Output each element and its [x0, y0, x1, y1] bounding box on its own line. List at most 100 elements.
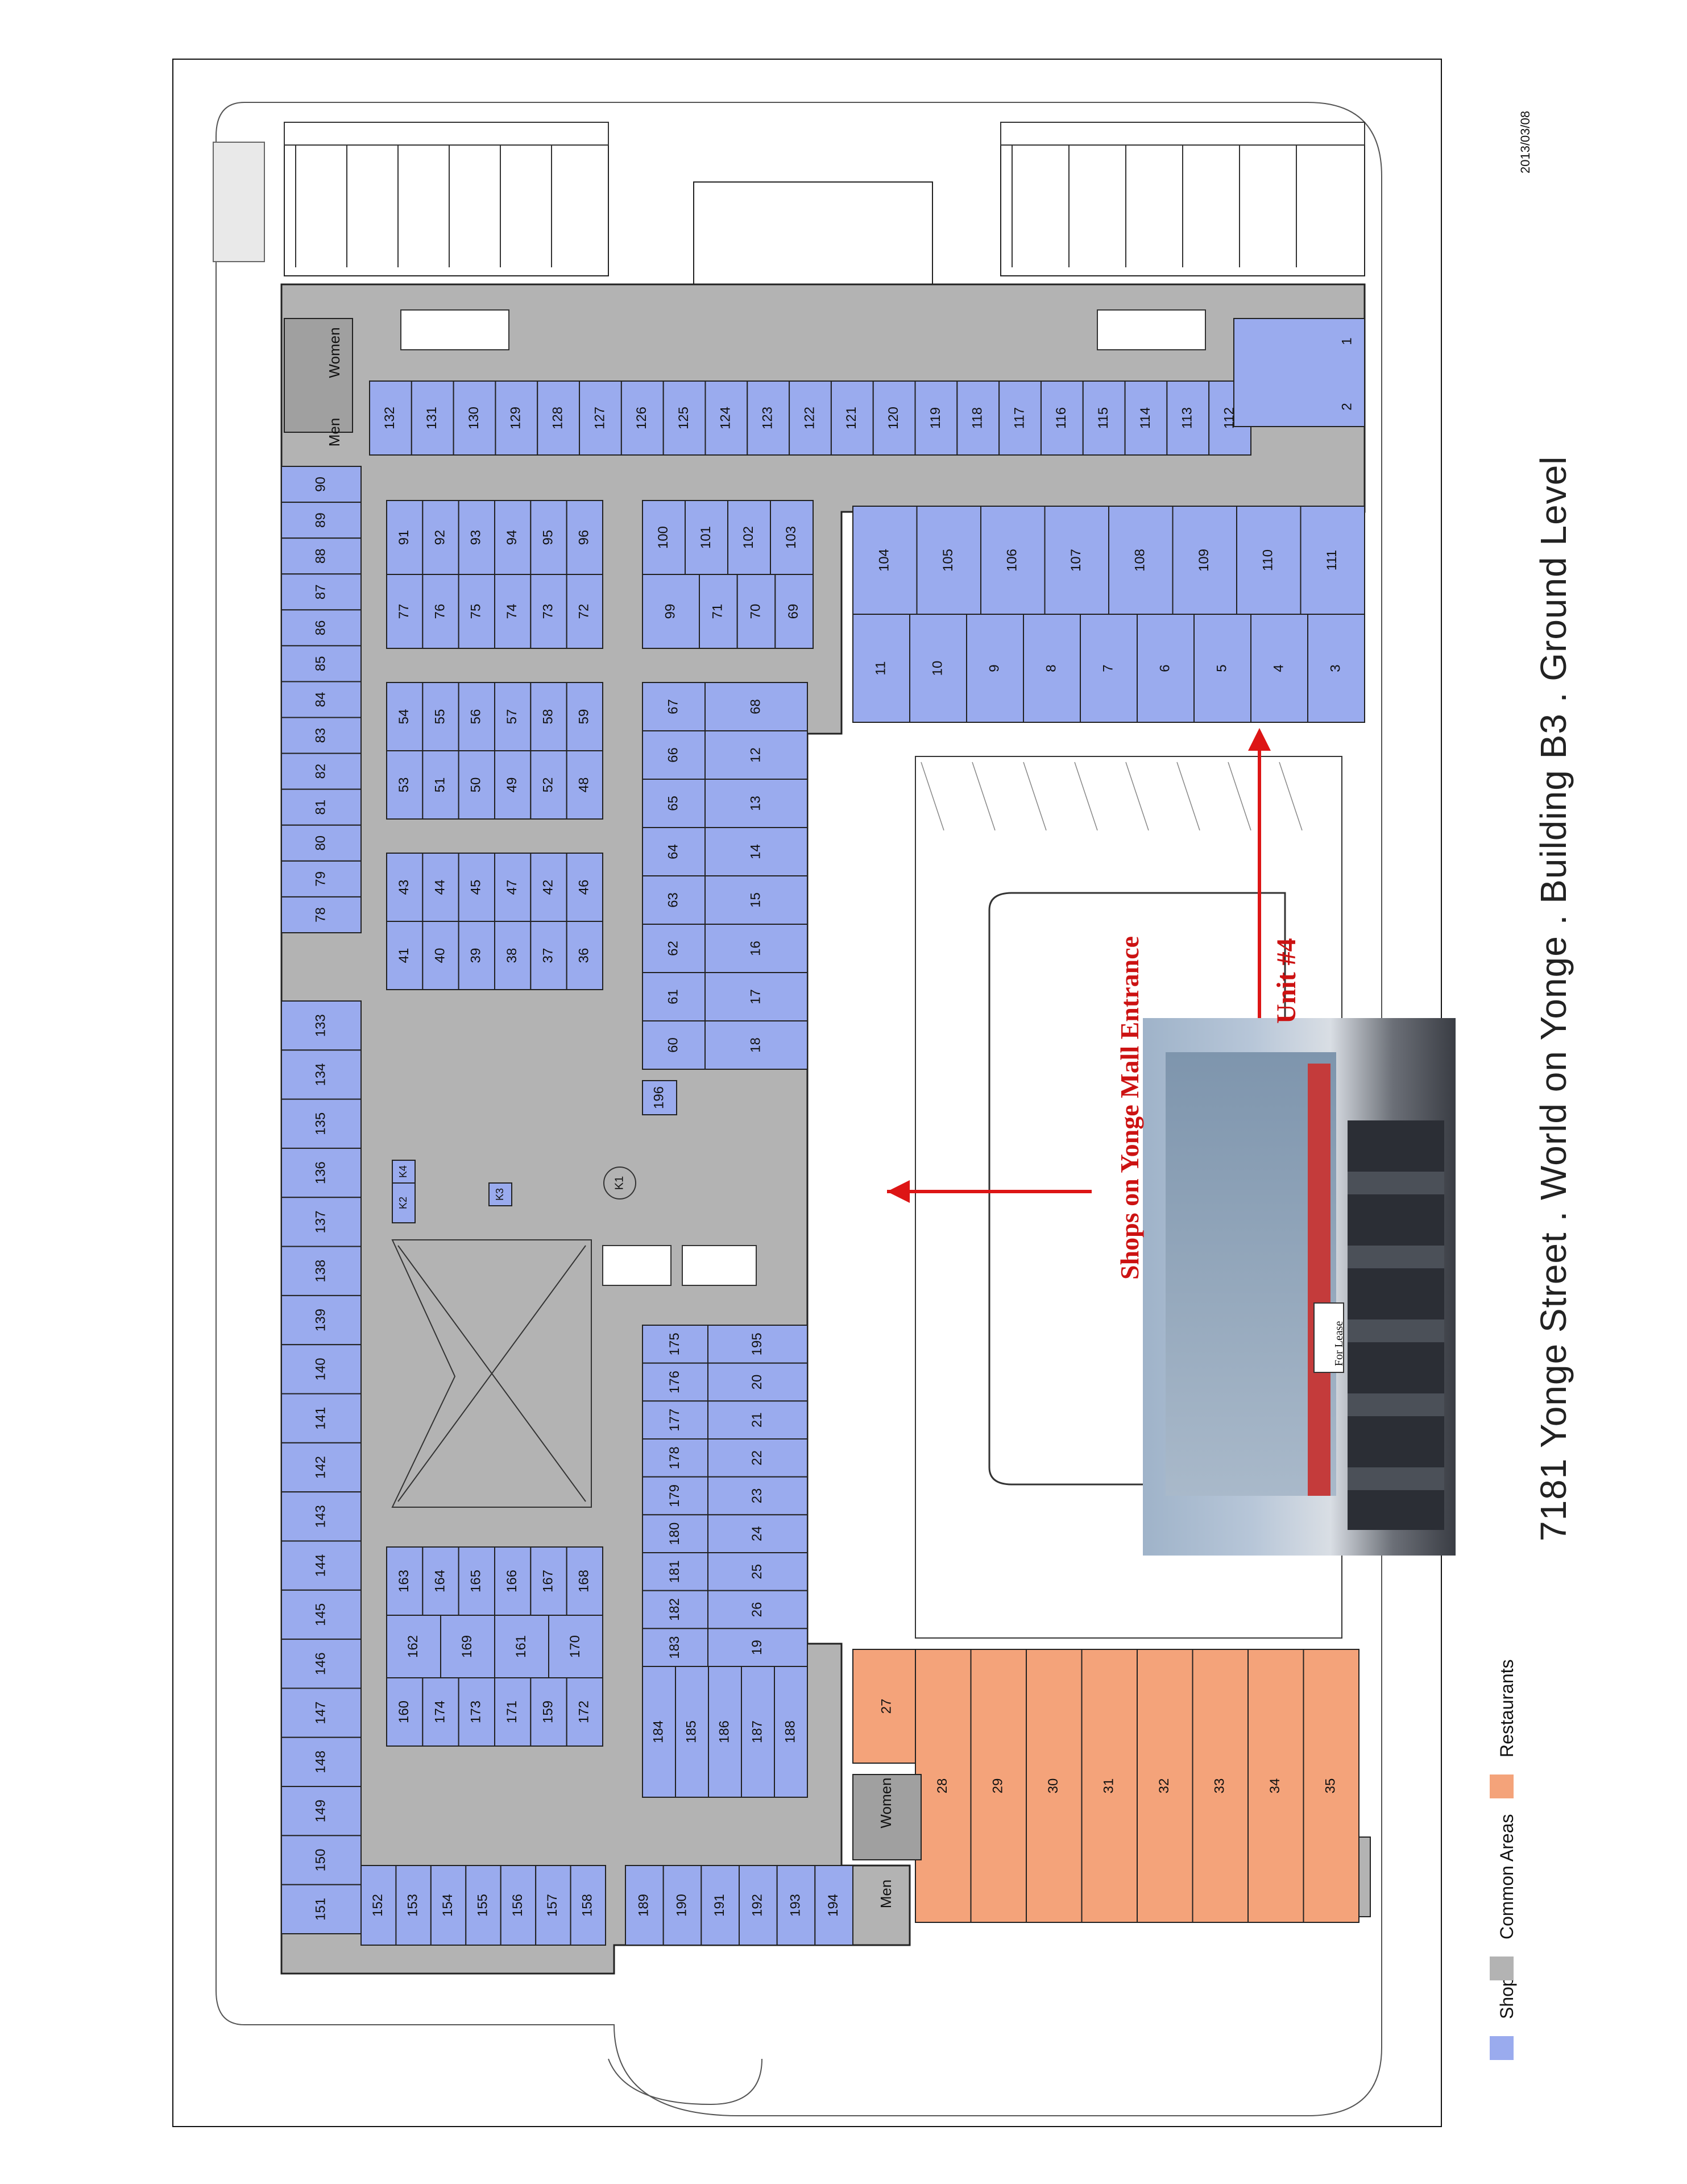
unit-label-6: 6: [1157, 664, 1172, 672]
unit-label-99: 99: [662, 604, 678, 619]
unit-4: [1250, 614, 1308, 723]
washroom-women-north: [284, 318, 353, 433]
unit-37: [530, 921, 567, 990]
unit-label-107: 107: [1068, 549, 1084, 572]
unit-label-71: 71: [710, 604, 726, 619]
unit-label-38: 38: [504, 948, 520, 963]
unit-10: [909, 614, 967, 723]
unit-20: [707, 1362, 808, 1402]
unit-16: [704, 924, 808, 973]
unit-169: [440, 1615, 495, 1678]
office-windows-west: [284, 122, 609, 146]
unit-label-14: 14: [748, 844, 763, 859]
unit-161: [494, 1615, 549, 1678]
unit-label-11: 11: [873, 661, 888, 676]
kiosk-k1: [603, 1167, 636, 1199]
kiosk-k3-label: K3: [494, 1188, 505, 1201]
unit-32: [1137, 1649, 1193, 1923]
unit-label-12: 12: [748, 747, 763, 763]
unit-13: [704, 779, 808, 828]
unit-26: [707, 1590, 808, 1629]
unit-label-130: 130: [466, 407, 482, 429]
for-lease-text: For Lease: [1333, 1321, 1345, 1366]
unit-label-139: 139: [313, 1309, 328, 1331]
unit-196: [642, 1080, 677, 1115]
unit-label-183: 183: [667, 1636, 682, 1659]
unit-label-133: 133: [313, 1014, 328, 1037]
unit-166: [494, 1546, 532, 1616]
unit-label-186: 186: [716, 1720, 732, 1743]
unit-label-127: 127: [592, 407, 607, 429]
unit-40: [422, 921, 459, 990]
unit-173: [458, 1677, 496, 1747]
unit-label-115: 115: [1096, 407, 1111, 429]
parking-hatch: [1074, 762, 1098, 831]
parking-hatch: [1023, 762, 1047, 831]
unit-65: [642, 779, 706, 828]
unit-label-90: 90: [313, 477, 328, 492]
unit-118: [956, 380, 1000, 456]
unit-label-119: 119: [928, 407, 943, 429]
unit-label-19: 19: [749, 1640, 765, 1655]
unit-label-96: 96: [577, 530, 592, 545]
unit-139: [281, 1294, 362, 1346]
unit-49: [494, 750, 532, 820]
unit-label-82: 82: [313, 764, 328, 779]
kiosk-k3: [488, 1182, 512, 1206]
unit-117: [998, 380, 1042, 456]
unit-88: [281, 537, 362, 575]
unit-label-168: 168: [577, 1570, 592, 1592]
unit-label-58: 58: [540, 709, 556, 725]
unit-194: [814, 1865, 854, 1946]
unit-81: [281, 788, 362, 826]
unit-label-2: 2: [1339, 403, 1354, 410]
unit-80: [281, 824, 362, 862]
unit-label-40: 40: [432, 948, 447, 963]
unit-label-94: 94: [504, 530, 520, 545]
unit-label-84: 84: [313, 692, 328, 708]
unit-label-51: 51: [432, 777, 447, 793]
unit-label-134: 134: [313, 1063, 328, 1086]
unit-31: [1081, 1649, 1138, 1923]
unit-label-104: 104: [877, 549, 892, 572]
parking-hatch: [1125, 762, 1149, 831]
unit-label-176: 176: [667, 1371, 682, 1393]
unit-3: [1307, 614, 1365, 723]
unit-label-161: 161: [513, 1635, 529, 1658]
unit-label-166: 166: [504, 1570, 520, 1592]
unit-128: [537, 380, 581, 456]
entrance-callout: Shops on Yonge Mall Entrance: [1115, 936, 1144, 1280]
unit-43: [386, 853, 424, 922]
unit-99: [642, 574, 700, 649]
unit4-arrowhead: [1248, 728, 1271, 751]
unit-label-118: 118: [970, 407, 985, 429]
unit-21: [707, 1400, 808, 1440]
unit-label-26: 26: [749, 1602, 765, 1618]
unit-label-146: 146: [313, 1652, 328, 1675]
unit-label-137: 137: [313, 1210, 328, 1233]
unit-182: [642, 1590, 708, 1629]
sheet-title: 7181 Yonge Street . World on Yonge . Bui…: [1533, 456, 1574, 1541]
unit-label-1: 1: [1339, 337, 1354, 345]
unit-103: [770, 500, 814, 575]
unit-8: [1023, 614, 1081, 723]
parking-hatch: [1176, 762, 1200, 831]
unit-160: [386, 1677, 424, 1747]
unit-label-108: 108: [1133, 549, 1148, 572]
unit-147: [281, 1687, 362, 1738]
unit-189: [625, 1865, 664, 1946]
unit-label-182: 182: [667, 1598, 682, 1621]
unit-label-65: 65: [665, 796, 681, 811]
unit-67: [642, 682, 706, 731]
unit-105: [916, 506, 981, 615]
unit-110: [1236, 506, 1301, 615]
unit-122: [789, 380, 832, 456]
unit-46: [566, 853, 604, 922]
unit-label-68: 68: [748, 699, 763, 714]
unit-label-110: 110: [1261, 549, 1276, 571]
unit-label-123: 123: [760, 407, 776, 429]
date-text: 2013/03/08: [1518, 110, 1532, 173]
unit-label-69: 69: [786, 604, 801, 619]
unit-label-105: 105: [940, 549, 956, 572]
unit-label-23: 23: [749, 1488, 765, 1504]
